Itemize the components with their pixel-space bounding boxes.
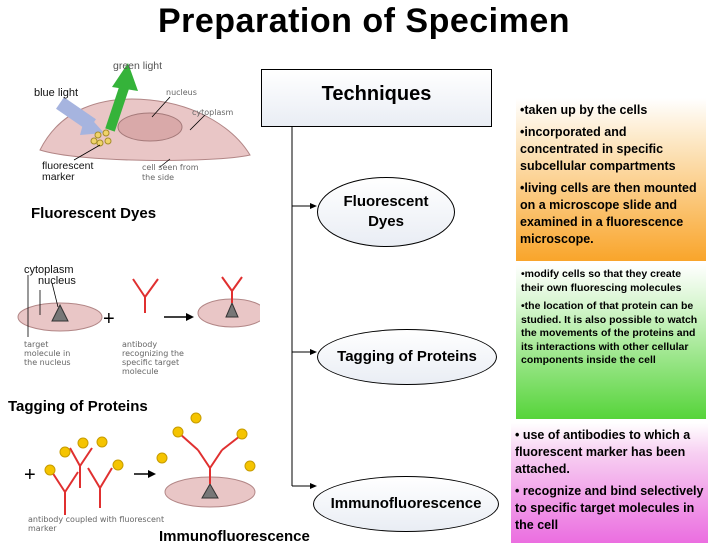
note-item: •the location of that protein can be stu… bbox=[521, 300, 698, 366]
label-blue-light: blue light bbox=[34, 87, 79, 99]
technique-fluorescent-dyes: Fluorescent Dyes bbox=[317, 177, 455, 247]
note-item: • use of antibodies to which a fluoresce… bbox=[515, 428, 691, 476]
fluorescent-dyes-illustration bbox=[39, 63, 251, 168]
plus-sign: + bbox=[103, 308, 115, 330]
techniques-label: Techniques bbox=[321, 83, 432, 105]
technique-fluorescent-dyes-line2: Dyes bbox=[368, 213, 404, 230]
caption-immunofluorescence: Immunofluorescence bbox=[159, 528, 310, 545]
label-cell-line2: the side bbox=[142, 173, 175, 182]
target-molecule bbox=[51, 303, 69, 322]
marker-dots bbox=[90, 129, 112, 147]
label-nucleus: nucleus bbox=[166, 88, 197, 97]
label-target-molecule: target molecule in the nucleus bbox=[24, 340, 71, 367]
technique-immunofluorescence: Immunofluorescence bbox=[313, 476, 499, 532]
label-cytoplasm: cytoplasm bbox=[192, 108, 234, 117]
antibody-red bbox=[132, 278, 159, 313]
caption-fluorescent-dyes: Fluorescent Dyes bbox=[31, 205, 157, 222]
technique-immuno-label: Immunofluorescence bbox=[330, 495, 482, 512]
label-tag-nucleus: nucleus bbox=[38, 275, 76, 287]
note-item: •living cells are then mounted on a micr… bbox=[520, 181, 697, 246]
label-antibody: antibody recognizing the specific target… bbox=[122, 340, 184, 376]
note-item: •modify cells so that they create their … bbox=[521, 268, 682, 294]
marker-stars-left bbox=[44, 436, 124, 476]
technique-fluorescent-dyes-line1: Fluorescent bbox=[343, 193, 429, 210]
plus-sign-immuno: + bbox=[24, 464, 36, 486]
label-marker-line1: fluorescent bbox=[42, 160, 94, 172]
note-immunofluorescence: • use of antibodies to which a fluoresce… bbox=[511, 423, 708, 543]
green-light-arrow bbox=[112, 63, 138, 91]
label-marker-line2: marker bbox=[42, 171, 75, 183]
note-fluorescent-dyes: •taken up by the cells •incorporated and… bbox=[516, 98, 706, 261]
tagging-illustration bbox=[17, 275, 260, 337]
nucleus-shape bbox=[117, 112, 183, 142]
label-tag-cytoplasm: cytoplasm bbox=[24, 264, 74, 276]
note-item: •incorporated and concentrated in specif… bbox=[520, 125, 676, 173]
technique-tagging-of-proteins: Tagging of Proteins bbox=[317, 329, 497, 385]
caption-tagging: Tagging of Proteins bbox=[8, 398, 148, 415]
label-antibody-coupled: antibody coupled with fluorescent marker bbox=[28, 515, 165, 533]
label-green-light: green light bbox=[113, 60, 163, 72]
techniques-box: Techniques bbox=[261, 69, 492, 127]
page-title: Preparation of Specimen bbox=[157, 2, 571, 40]
technique-tagging-label: Tagging of Proteins bbox=[337, 348, 477, 365]
note-item: •taken up by the cells bbox=[520, 103, 648, 117]
label-cell-line1: cell seen from bbox=[142, 163, 199, 172]
note-item: • recognize and bind selectively to spec… bbox=[515, 484, 704, 532]
antibody-group-left bbox=[51, 447, 113, 515]
note-tagging: •modify cells so that they create their … bbox=[516, 264, 706, 419]
immunofluorescence-illustration bbox=[44, 412, 256, 515]
